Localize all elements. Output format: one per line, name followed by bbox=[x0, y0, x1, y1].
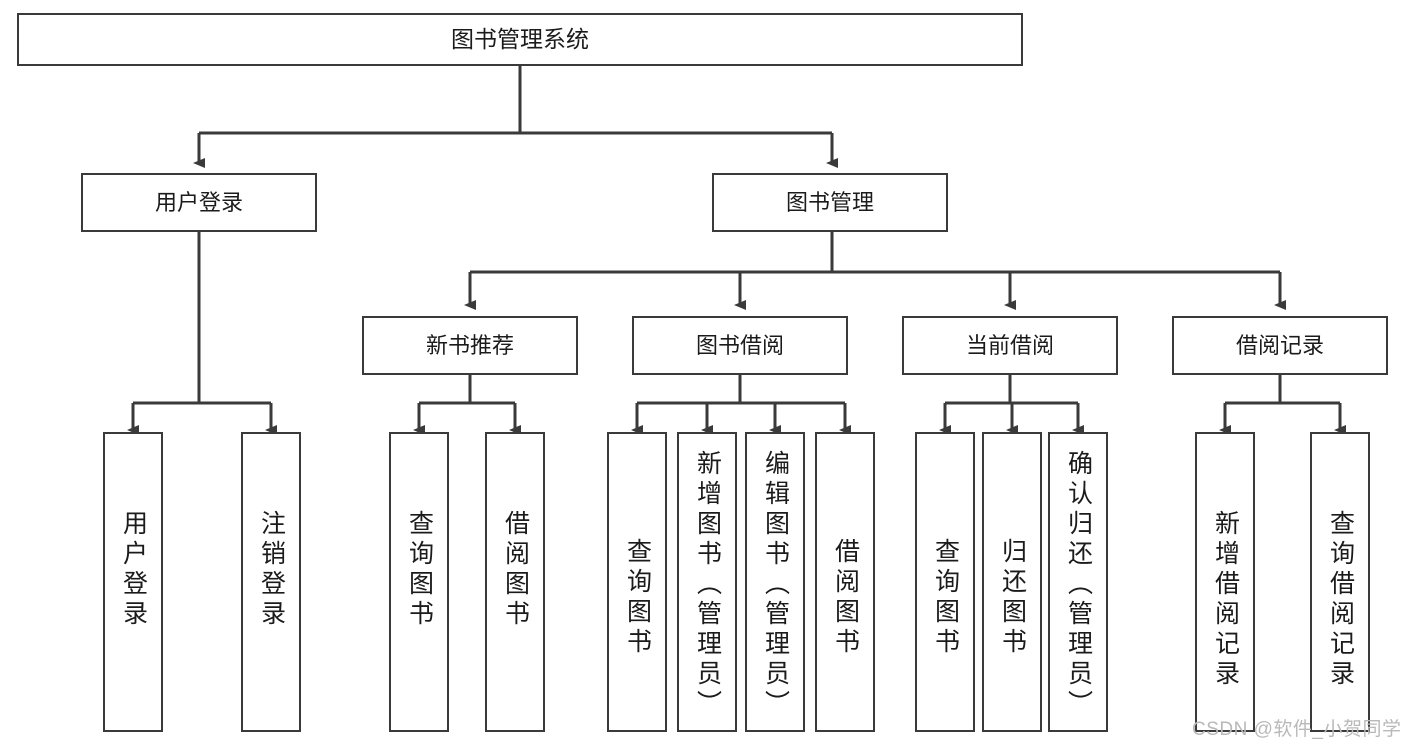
node-label: 新增借阅记录 bbox=[1211, 510, 1240, 690]
node-label: 查询图书 bbox=[931, 538, 960, 658]
node-label: 新增图书（管理员） bbox=[693, 450, 722, 720]
leaf-user-logout[interactable]: 注销登录 bbox=[241, 432, 301, 732]
node-label: 图书管理 bbox=[785, 189, 874, 215]
node-label: 借阅图书 bbox=[501, 510, 530, 630]
node-label: 查询图书 bbox=[405, 510, 434, 630]
leaf-borrow-add-book-admin[interactable]: 新增图书（管理员） bbox=[677, 432, 737, 732]
node-label: 编辑图书（管理员） bbox=[761, 450, 790, 720]
node-label: 查询图书 bbox=[623, 538, 652, 658]
node-root-system[interactable]: 图书管理系统 bbox=[17, 13, 1023, 66]
node-label: 用户登录 bbox=[154, 189, 243, 215]
leaf-record-query-borrow-record[interactable]: 查询借阅记录 bbox=[1310, 432, 1370, 732]
node-current-borrow[interactable]: 当前借阅 bbox=[902, 316, 1118, 375]
node-label: 查询借阅记录 bbox=[1326, 510, 1355, 690]
node-new-book-recommend[interactable]: 新书推荐 bbox=[362, 316, 578, 375]
node-label: 新书推荐 bbox=[425, 332, 514, 358]
node-label: 用户登录 bbox=[119, 510, 148, 630]
node-label: 借阅图书 bbox=[831, 538, 860, 658]
leaf-borrow-query-book[interactable]: 查询图书 bbox=[607, 432, 667, 732]
leaf-borrow-edit-book-admin[interactable]: 编辑图书（管理员） bbox=[745, 432, 805, 732]
node-label: 图书管理系统 bbox=[451, 26, 589, 53]
leaf-current-return-book[interactable]: 归还图书 bbox=[982, 432, 1042, 732]
leaf-borrow-borrow-book[interactable]: 借阅图书 bbox=[815, 432, 875, 732]
node-label: 借阅记录 bbox=[1235, 332, 1324, 358]
node-label: 当前借阅 bbox=[965, 332, 1054, 358]
node-label: 归还图书 bbox=[998, 538, 1027, 658]
leaf-recommend-borrow-book[interactable]: 借阅图书 bbox=[485, 432, 545, 732]
leaf-recommend-query-book[interactable]: 查询图书 bbox=[389, 432, 449, 732]
node-label: 注销登录 bbox=[257, 510, 286, 630]
leaf-current-query-book[interactable]: 查询图书 bbox=[915, 432, 975, 732]
node-user-login[interactable]: 用户登录 bbox=[81, 173, 317, 232]
leaf-record-add-borrow-record[interactable]: 新增借阅记录 bbox=[1195, 432, 1255, 732]
leaf-user-login[interactable]: 用户登录 bbox=[103, 432, 163, 732]
node-label: 图书借阅 bbox=[695, 332, 784, 358]
watermark-text: CSDN @软件_小贺同学 bbox=[1192, 719, 1402, 740]
leaf-current-confirm-return-admin[interactable]: 确认归还（管理员） bbox=[1048, 432, 1108, 732]
node-borrow-record[interactable]: 借阅记录 bbox=[1172, 316, 1388, 375]
node-book-management[interactable]: 图书管理 bbox=[712, 173, 948, 232]
node-book-borrow[interactable]: 图书借阅 bbox=[632, 316, 848, 375]
node-label: 确认归还（管理员） bbox=[1064, 450, 1093, 720]
